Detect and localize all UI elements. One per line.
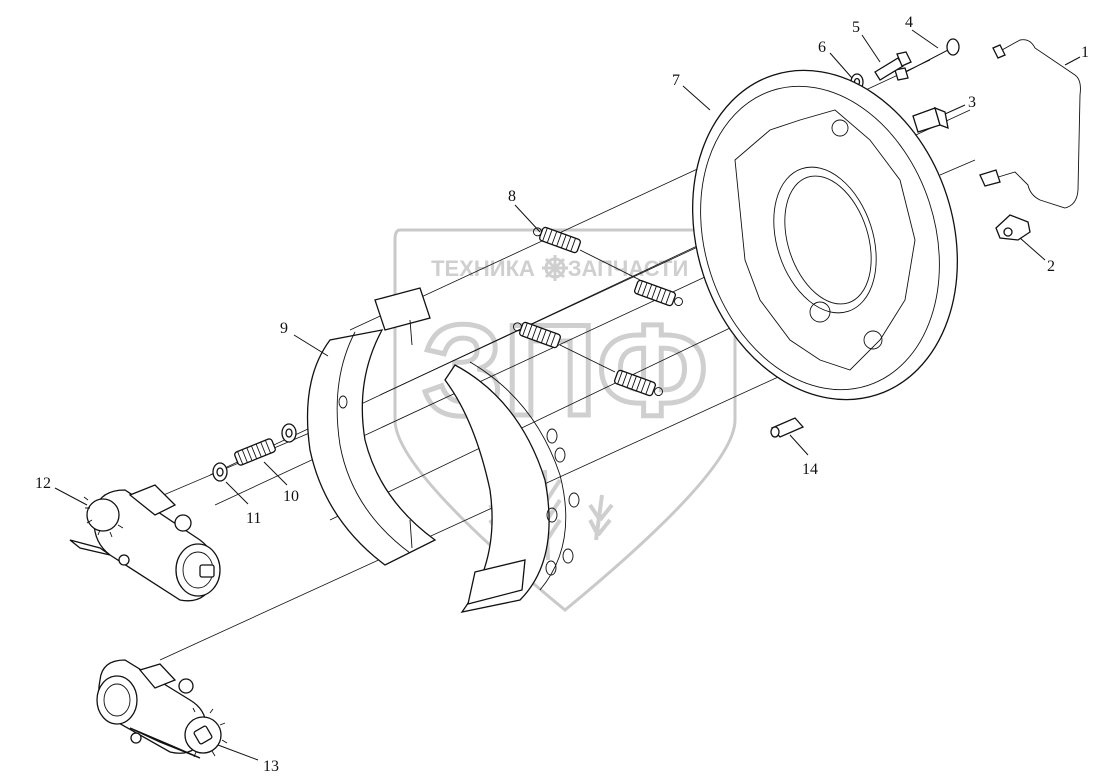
part-1-brake-pipe [979,39,1081,209]
watermark-big-letters: ЗПФ [422,297,708,443]
part-10-washer-end [281,423,297,443]
callout-3: 3 [968,94,976,111]
callout-10: 10 [283,488,299,505]
callout-12: 12 [35,475,51,492]
callout-8: 8 [508,188,516,205]
part-3-plug [912,106,949,133]
callout-13: 13 [263,758,279,775]
callout-6: 6 [818,39,826,56]
callout-leaders [54,29,1081,761]
watermark-text-right: ЗАПЧАСТИ [568,256,689,281]
part-9-brake-shoe-left [306,287,437,566]
brake-shoe-right [444,361,580,613]
callout-5: 5 [852,19,860,36]
part-11-washer [212,462,228,482]
callout-4: 4 [905,14,913,31]
part-2-clip [995,214,1031,241]
callout-7: 7 [672,72,680,89]
callout-11: 11 [246,510,261,527]
part-7-backing-plate [692,69,958,401]
part-12-wheel-cylinder [69,484,221,602]
callout-1: 1 [1081,44,1089,61]
callout-9: 9 [280,320,288,337]
callout-14: 14 [802,461,818,478]
gear-icon [542,255,568,281]
part-8-return-springs [512,226,683,397]
part-14-pin [770,417,805,438]
callout-2: 2 [1047,258,1055,275]
part-10-adjuster-spring [234,438,276,466]
part-4-pin [894,38,960,81]
callout-labels: 1 2 3 4 5 6 7 8 9 10 11 12 13 14 [35,14,1089,775]
part-13-wheel-cylinder [96,659,228,759]
part-5-bolt [874,51,912,81]
